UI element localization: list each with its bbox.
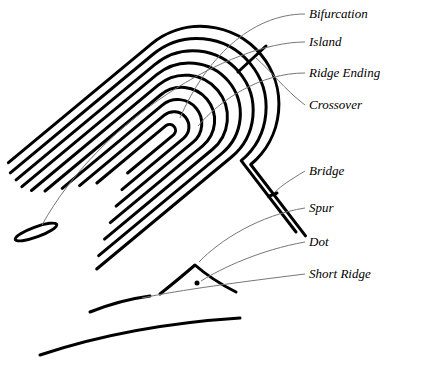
leader-line [201,242,305,281]
leader-line [42,42,305,225]
callout-label: Dot [309,234,329,250]
crossover-ridge [238,46,266,72]
ridge [16,51,253,269]
spur-ridge [160,265,236,294]
callout-label: Ridge Ending [309,65,380,81]
callout-label: Island [309,34,342,50]
callout-label: Spur [309,200,334,216]
leader-line [180,14,305,118]
dot-ridge [195,281,200,286]
callout-label: Bifurcation [309,6,368,22]
leader-group [42,14,305,298]
bridge-ridge [269,193,277,196]
ridge [10,39,296,232]
ridge [40,318,240,355]
callout-label: Crossover [309,97,362,113]
ridge [32,75,228,239]
callout-label: Short Ridge [309,266,371,282]
leader-line [198,73,305,126]
leader-line [142,274,305,298]
short-ridge [90,296,150,312]
leader-line [199,208,305,262]
leader-line [275,171,305,192]
island-ridge [14,220,59,244]
ridge-group [8,26,305,355]
ridge [8,26,305,235]
callout-label: Bridge [309,163,344,179]
leader-line [256,58,305,105]
